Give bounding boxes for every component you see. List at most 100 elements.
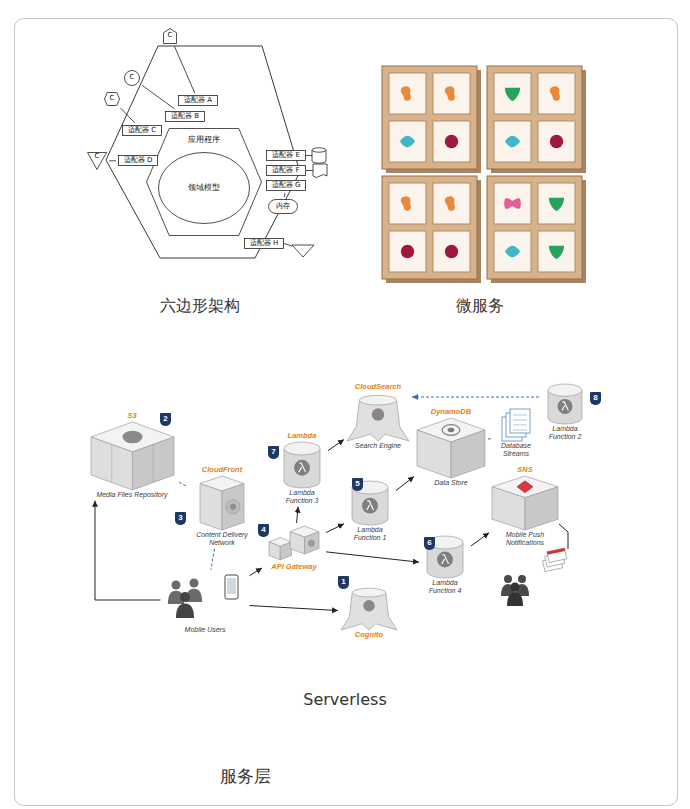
- adapter-box: 适配器 B: [165, 111, 205, 122]
- search-node: CloudSearchSearch Engine: [346, 383, 410, 450]
- service-box: [487, 176, 586, 283]
- notification-cards: [541, 548, 568, 572]
- service-role: Lambda Function 2: [541, 425, 589, 441]
- connector: [284, 193, 286, 197]
- service-box: [382, 176, 481, 283]
- connector: [174, 46, 194, 93]
- application-hexagon: 应用程序领域模型: [146, 128, 262, 236]
- service-role: Media Files Repository: [87, 491, 177, 499]
- document-symbol: [313, 164, 327, 178]
- service-role: Content Delivery Network: [189, 531, 255, 547]
- domain-label: 领域模型: [188, 184, 220, 193]
- service-role: Mobile Push Notifications: [491, 531, 559, 547]
- port-label: C: [110, 95, 115, 103]
- function-blob: [549, 198, 564, 211]
- users-node: Mobile Users: [163, 572, 248, 634]
- figure-caption: 服务层: [220, 766, 271, 786]
- function-blob: [505, 88, 520, 101]
- icon-face: [284, 442, 320, 455]
- icon-face: [417, 430, 451, 478]
- connector: [412, 397, 539, 398]
- port-label: C: [130, 74, 135, 82]
- connector: [326, 524, 344, 533]
- function-blob: [505, 136, 520, 147]
- icon-fan: [226, 499, 240, 513]
- service-name: CloudFront: [189, 466, 255, 475]
- icon-face: [91, 437, 133, 490]
- function-blob: [401, 245, 414, 258]
- frame: [15, 19, 678, 806]
- function-blob: [400, 136, 415, 147]
- icon-panel: [152, 444, 153, 482]
- function-blob: [550, 86, 560, 101]
- outline: [88, 153, 107, 170]
- hexagon-diagram: [106, 46, 327, 258]
- connector: [250, 568, 263, 576]
- box-cell: [389, 121, 426, 162]
- lambda-glyph: [367, 501, 374, 510]
- leader-line: [559, 524, 568, 549]
- service-box: [382, 66, 481, 173]
- box-cell: [389, 73, 426, 114]
- stump-icon: [346, 392, 410, 442]
- wire: [306, 170, 313, 171]
- function-blob: [445, 135, 458, 148]
- database-symbol: [312, 148, 326, 152]
- service-role: Mobile Users: [163, 626, 248, 634]
- box-cell: [494, 121, 531, 162]
- outline: [123, 126, 162, 136]
- function-blob: [445, 245, 458, 258]
- icon-face: [269, 542, 280, 560]
- port-shape: C: [87, 152, 107, 170]
- domain-model-ellipse: 领域模型: [158, 152, 250, 224]
- gateway-node: API Gateway: [264, 525, 324, 572]
- callout-number: 2: [160, 413, 171, 426]
- box-shadow: [386, 180, 481, 283]
- users-icon: [163, 572, 248, 626]
- callout-number: 3: [175, 512, 186, 525]
- icon-emblem: [362, 498, 378, 514]
- box-cell: [389, 183, 426, 224]
- person-head: [180, 592, 190, 602]
- icon-emblem: [448, 427, 455, 431]
- person-head: [511, 583, 520, 592]
- connector: [179, 482, 187, 487]
- outline: [179, 96, 218, 106]
- box-frame: [487, 66, 582, 169]
- lambda-glyph: [562, 402, 568, 411]
- icon-emblem: [558, 399, 573, 414]
- box-cell: [538, 183, 575, 224]
- adapter-box: 适配器 F: [266, 165, 306, 176]
- section-caption: 微服务: [456, 296, 504, 315]
- box-shadow: [491, 70, 586, 173]
- icon-emblem: [308, 540, 315, 547]
- person-body: [176, 604, 194, 619]
- adapter-label: 适配器 C: [128, 127, 156, 135]
- stream-node: Database Streams: [495, 408, 537, 458]
- icon: [492, 476, 558, 530]
- icon-emblem: [363, 600, 374, 611]
- port-shape: C: [124, 70, 140, 86]
- icon-face: [222, 483, 244, 529]
- icon-emblem: [294, 459, 310, 475]
- database-node: DynamoDBData Store: [416, 408, 486, 487]
- port-label: C: [95, 153, 100, 161]
- function-blob: [401, 86, 411, 101]
- outline: [105, 93, 120, 106]
- function-blob: [445, 196, 455, 211]
- service-role: Lambda Function 3: [278, 489, 326, 505]
- adapter-label: 适配器 E: [272, 152, 300, 160]
- dynamo-icon: [416, 417, 486, 479]
- people-icon: [501, 575, 529, 606]
- port-triangle: [292, 245, 314, 257]
- section-caption: Serverless: [303, 690, 386, 709]
- s3-icon: [90, 421, 175, 491]
- adapter-box: 适配器 G: [266, 180, 306, 191]
- adapter-box: 适配器 E: [266, 150, 306, 161]
- icon-block: [269, 538, 292, 560]
- callout-number: 1: [338, 576, 349, 589]
- service-name: SNS: [491, 466, 559, 475]
- adapter-box: 适配器 H: [244, 238, 284, 249]
- outline: [125, 71, 140, 86]
- lambda-icon: [283, 441, 321, 489]
